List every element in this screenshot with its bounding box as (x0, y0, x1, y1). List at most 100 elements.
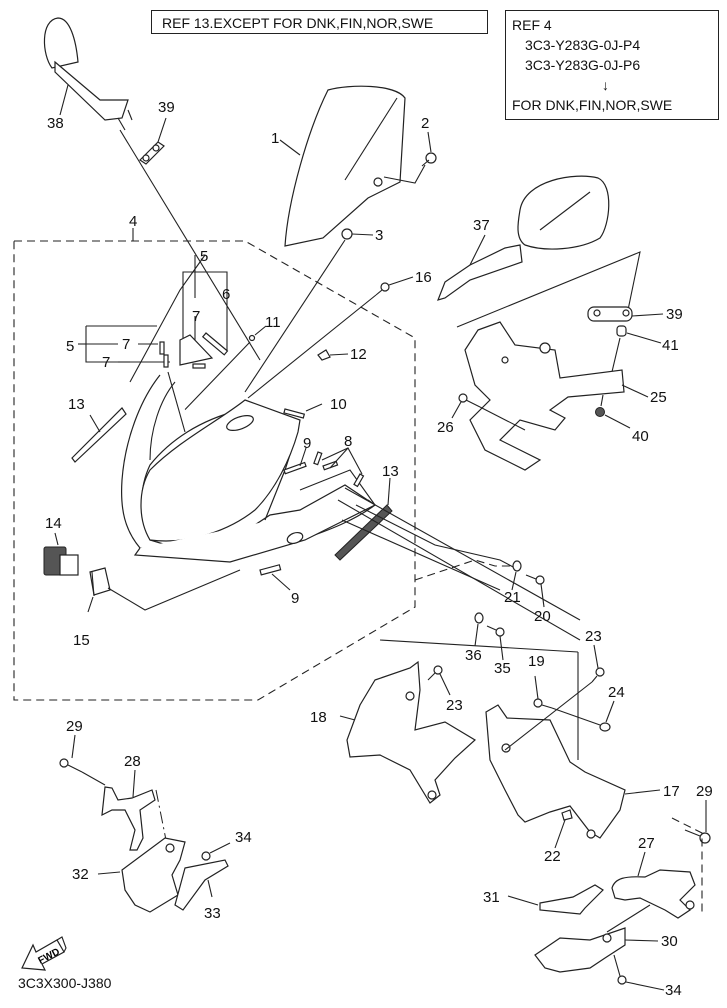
callout-17[interactable]: 17 (663, 783, 680, 800)
right-mirror-part (437, 175, 610, 301)
leader-30 (624, 939, 659, 942)
callout-38[interactable]: 38 (47, 115, 64, 132)
leader-3 (351, 233, 374, 236)
callout-32[interactable]: 32 (72, 866, 89, 883)
callout-4[interactable]: 4 (129, 213, 138, 230)
windshield-part (284, 85, 406, 247)
emblem-mount-line-1 (344, 487, 581, 621)
callout-14[interactable]: 14 (45, 515, 62, 532)
leader-26 (451, 401, 462, 419)
assembly-4-boundary (13, 240, 416, 701)
screw-20-part (525, 574, 545, 585)
callout-25[interactable]: 25 (650, 389, 667, 406)
callout-40[interactable]: 40 (632, 428, 649, 445)
callout-18[interactable]: 18 (310, 709, 327, 726)
emblem-mount-line-3 (337, 499, 581, 641)
callout-37[interactable]: 37 (473, 217, 490, 234)
grommet-11-part (248, 334, 256, 342)
callout-31[interactable]: 31 (483, 889, 500, 906)
collar-24-part (599, 722, 611, 732)
stay-set-mount-line (129, 254, 206, 383)
callout-10[interactable]: 10 (330, 396, 347, 413)
callout-36[interactable]: 36 (465, 647, 482, 664)
callout-28[interactable]: 28 (124, 753, 141, 770)
callout-19[interactable]: 19 (528, 653, 545, 670)
leader-23-left (439, 673, 451, 696)
callout-34-left[interactable]: 34 (235, 829, 252, 846)
callout-20[interactable]: 20 (534, 608, 551, 625)
callout-12[interactable]: 12 (350, 346, 367, 363)
callout-35[interactable]: 35 (494, 660, 511, 677)
callout-2[interactable]: 2 (421, 115, 430, 132)
bracket-28-part (101, 786, 156, 851)
callout-5-top[interactable]: 5 (200, 248, 209, 265)
leader-10 (305, 403, 323, 412)
leader-33 (207, 879, 213, 898)
callout-3[interactable]: 3 (375, 227, 384, 244)
callout-11[interactable]: 11 (265, 314, 281, 331)
stay-set-brackets (78, 255, 229, 369)
nut-40-mount-line (600, 394, 604, 407)
front-cowling-part (120, 371, 377, 563)
bolt-29-right-dash-line (671, 817, 703, 913)
leader-21 (511, 571, 517, 591)
plate-31-part (539, 884, 604, 915)
mirror-37-mount-line (456, 251, 641, 328)
leader-31 (507, 895, 539, 906)
cover-14-part (43, 546, 79, 576)
leader-19 (534, 675, 539, 700)
callout-7-lower[interactable]: 7 (102, 354, 111, 371)
vertical-mount-line (379, 639, 579, 653)
bracket-27-part (611, 869, 696, 919)
collar-41-mount-line (610, 337, 621, 377)
callout-41[interactable]: 41 (662, 337, 679, 354)
leader-34-left (209, 842, 231, 854)
callout-21[interactable]: 21 (504, 589, 521, 606)
grommet-11-mount-line (174, 341, 251, 421)
callout-9-lower[interactable]: 9 (291, 590, 300, 607)
stay-25-part (464, 321, 625, 471)
leader-18 (339, 715, 356, 721)
callout-16[interactable]: 16 (415, 269, 432, 286)
callout-39-right[interactable]: 39 (666, 306, 683, 323)
callout-1[interactable]: 1 (271, 130, 280, 147)
callout-6[interactable]: 6 (222, 286, 231, 303)
callout-7-middle[interactable]: 7 (122, 336, 131, 353)
callout-23-right[interactable]: 23 (585, 628, 602, 645)
callout-15[interactable]: 15 (73, 632, 90, 649)
callout-33[interactable]: 33 (204, 905, 221, 922)
callout-27[interactable]: 27 (638, 835, 655, 852)
callout-26[interactable]: 26 (437, 419, 454, 436)
leader-16 (388, 276, 414, 286)
callout-8[interactable]: 8 (344, 433, 353, 450)
callout-13-left[interactable]: 13 (68, 396, 85, 413)
leader-40 (604, 414, 631, 429)
screw-16-mount-line (247, 294, 377, 399)
callout-29-left[interactable]: 29 (66, 718, 83, 735)
leader-32 (97, 871, 121, 875)
screw-35-part (486, 625, 505, 637)
leader-25 (621, 384, 649, 398)
callout-9-upper[interactable]: 9 (303, 435, 312, 452)
screw-23-right-part (591, 667, 605, 683)
callout-39-left[interactable]: 39 (158, 99, 175, 116)
panel-15-part (89, 567, 111, 597)
callout-7-upper[interactable]: 7 (192, 308, 201, 325)
callout-34-right[interactable]: 34 (665, 982, 682, 999)
callout-30[interactable]: 30 (661, 933, 678, 950)
screw-16-part (375, 282, 390, 296)
callout-24[interactable]: 24 (608, 684, 625, 701)
callout-29-right[interactable]: 29 (696, 783, 713, 800)
screw-23-mount-line (504, 681, 593, 751)
leader-8b (329, 447, 349, 469)
callout-5-left[interactable]: 5 (66, 338, 75, 355)
screw-2-part (421, 152, 437, 167)
diagram-code: 3C3X300-J380 (18, 975, 112, 991)
leader-15 (87, 596, 94, 613)
callout-23-left[interactable]: 23 (446, 697, 463, 714)
left-mirror-part (43, 17, 133, 131)
callout-22[interactable]: 22 (544, 848, 561, 865)
leader-14 (54, 532, 59, 546)
ref-4-part-number-2: 3C3-Y283G-0J-P6 (525, 57, 641, 73)
callout-13-right[interactable]: 13 (382, 463, 399, 480)
